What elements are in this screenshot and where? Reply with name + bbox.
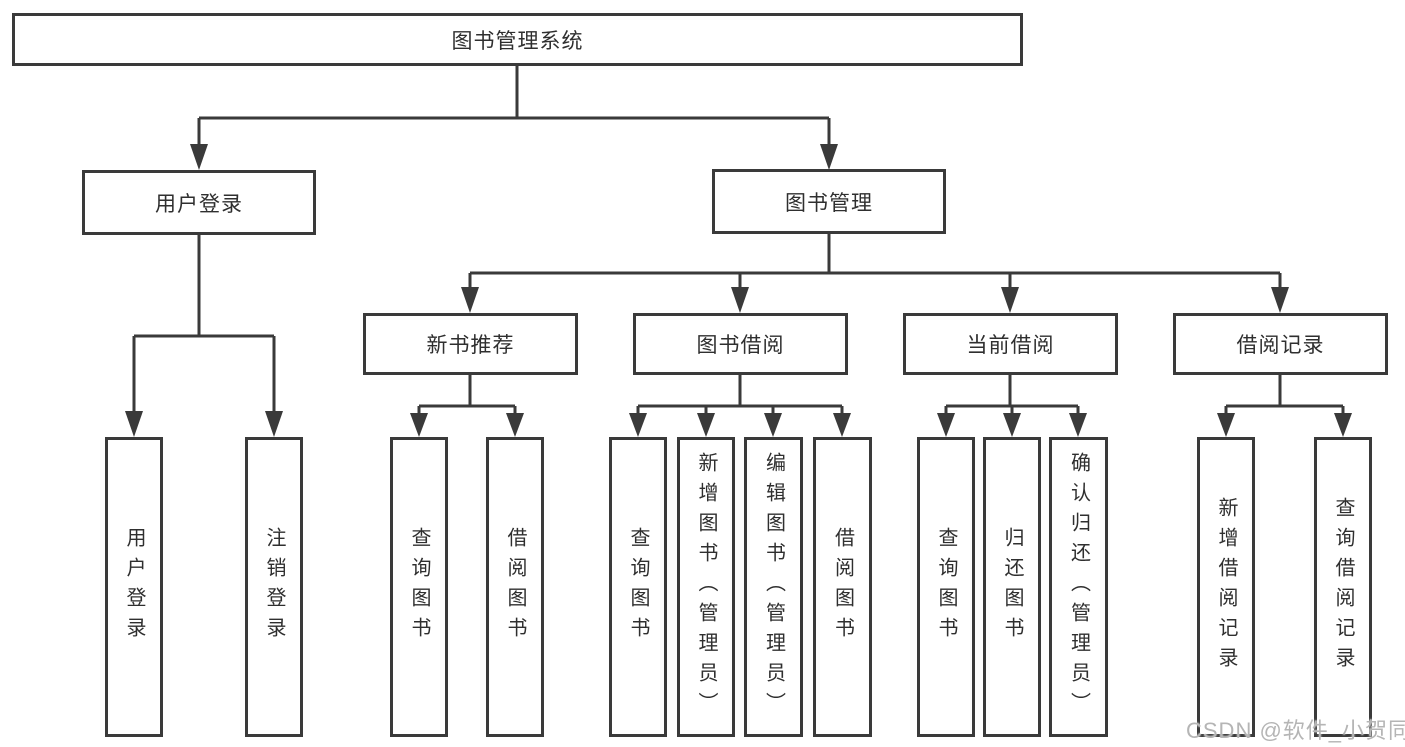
leaf-query-borrow-record-label: 查询借阅记录: [1332, 497, 1354, 677]
node-root: 图书管理系统: [12, 13, 1023, 66]
leaf-confirm-return-admin-label: 确认归还（管理员）: [1067, 452, 1090, 722]
csdn-watermark: CSDN @软件_小贺同学: [1186, 718, 1405, 743]
node-book-management-label: 图书管理: [785, 191, 873, 215]
node-user-login-label: 用户登录: [155, 192, 243, 216]
leaf-user-login: 用户登录: [105, 437, 163, 737]
leaf-return-book-label: 归还图书: [1001, 527, 1023, 647]
leaf-add-borrow-record: 新增借阅记录: [1197, 437, 1255, 737]
leaf-logout: 注销登录: [245, 437, 303, 737]
node-user-login: 用户登录: [82, 170, 316, 235]
node-root-label: 图书管理系统: [451, 29, 584, 53]
connector-current-borrow-to-leaves: [937, 375, 1087, 437]
leaf-query-borrow-record: 查询借阅记录: [1314, 437, 1372, 737]
node-current-borrow: 当前借阅: [903, 313, 1118, 375]
leaf-return-book: 归还图书: [983, 437, 1041, 737]
node-book-management: 图书管理: [712, 169, 946, 234]
leaf-user-login-label: 用户登录: [123, 527, 145, 647]
connector-book-borrow-to-leaves: [629, 375, 851, 437]
node-book-borrow: 图书借阅: [633, 313, 848, 375]
connector-borrow-records-to-leaves: [1217, 375, 1352, 437]
leaf-add-book-admin-label: 新增图书（管理员）: [695, 452, 717, 722]
connector-book-management-to-level3: [461, 234, 1289, 313]
leaf-query-book-recommend-label: 查询图书: [408, 527, 430, 647]
leaf-add-borrow-record-label: 新增借阅记录: [1215, 497, 1237, 677]
leaf-query-book-current-label: 查询图书: [935, 527, 957, 647]
leaf-query-book-recommend: 查询图书: [390, 437, 448, 737]
node-new-book-recommend-label: 新书推荐: [426, 334, 515, 357]
node-book-borrow-label: 图书借阅: [696, 334, 785, 357]
leaf-edit-book-admin-label: 编辑图书（管理员）: [762, 452, 785, 722]
node-borrow-records-label: 借阅记录: [1236, 334, 1325, 357]
leaf-query-book-borrow: 查询图书: [609, 437, 667, 737]
leaf-add-book-admin: 新增图书（管理员）: [677, 437, 735, 737]
node-current-borrow-label: 当前借阅: [966, 334, 1055, 357]
leaf-borrow-book-2: 借阅图书: [813, 437, 872, 737]
node-borrow-records: 借阅记录: [1173, 313, 1388, 375]
leaf-confirm-return-admin: 确认归还（管理员）: [1049, 437, 1108, 737]
leaf-query-book-current: 查询图书: [917, 437, 975, 737]
leaf-query-book-borrow-label: 查询图书: [627, 527, 649, 647]
leaf-logout-label: 注销登录: [263, 527, 285, 647]
connector-root-to-level2: [190, 66, 838, 170]
node-new-book-recommend: 新书推荐: [363, 313, 578, 375]
leaf-edit-book-admin: 编辑图书（管理员）: [744, 437, 803, 737]
connector-user-login-to-leaves: [125, 235, 283, 437]
leaf-borrow-book-recommend-label: 借阅图书: [504, 527, 526, 647]
connector-new-book-recommend-to-leaves: [410, 375, 524, 437]
leaf-borrow-book-2-label: 借阅图书: [831, 527, 854, 647]
leaf-borrow-book-recommend: 借阅图书: [486, 437, 544, 737]
